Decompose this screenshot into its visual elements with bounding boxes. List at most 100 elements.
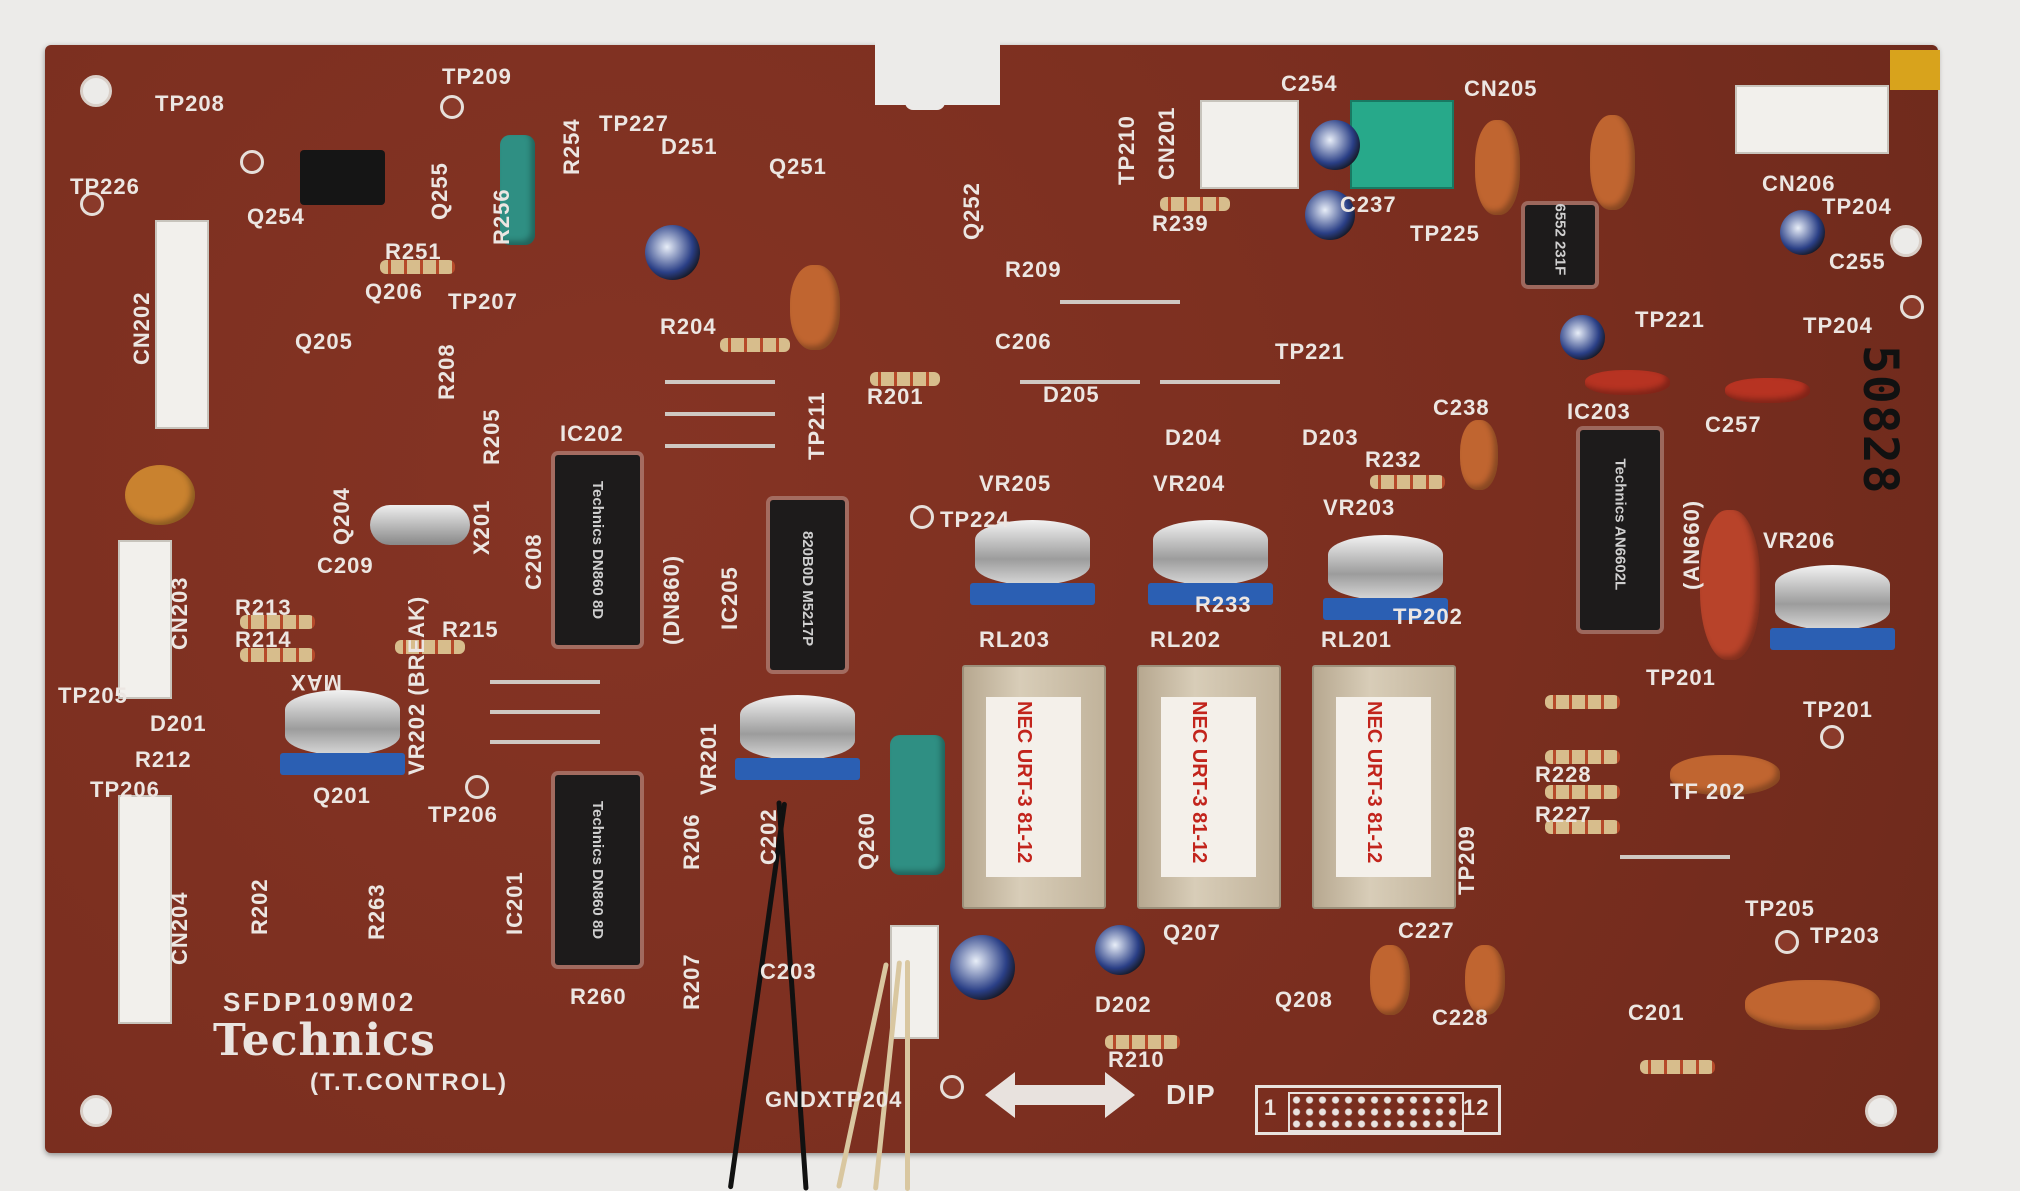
silkscreen-label: TP203 bbox=[1810, 923, 1880, 948]
resistor bbox=[1545, 785, 1620, 799]
resistor bbox=[720, 338, 790, 352]
capacitor bbox=[1670, 755, 1780, 795]
silkscreen-label: R228 bbox=[1535, 762, 1592, 787]
silkscreen-label: Q204 bbox=[329, 487, 354, 545]
electrolytic-capacitor bbox=[1780, 210, 1825, 255]
capacitor bbox=[1465, 945, 1505, 1015]
capacitor bbox=[790, 265, 840, 350]
trimmer-vr201[interactable] bbox=[735, 695, 860, 780]
silkscreen-label: C227 bbox=[1398, 918, 1455, 943]
trimmer-vr205[interactable] bbox=[970, 520, 1095, 605]
silkscreen-label: TP207 bbox=[448, 289, 518, 314]
resistor bbox=[1545, 695, 1620, 709]
silkscreen-label: Q208 bbox=[1275, 987, 1333, 1012]
resistor bbox=[240, 648, 315, 662]
silkscreen-label: R213 bbox=[235, 595, 292, 620]
silkscreen-label: VR203 bbox=[1323, 495, 1396, 520]
test-point-pad bbox=[440, 95, 464, 119]
jumper-wire bbox=[665, 412, 775, 416]
relay-label: NEC URT-3 81-12 bbox=[1013, 701, 1035, 864]
jumper-wire bbox=[490, 710, 600, 714]
silkscreen-label: Q205 bbox=[295, 329, 353, 354]
silkscreen-label: Q251 bbox=[769, 154, 827, 179]
test-point-pad bbox=[240, 150, 264, 174]
jumper-wire bbox=[1620, 855, 1730, 859]
silkscreen-label: D203 bbox=[1302, 425, 1359, 450]
resistor bbox=[240, 615, 315, 629]
resistor-green bbox=[890, 735, 945, 875]
electrolytic-capacitor bbox=[1310, 120, 1360, 170]
silkscreen-label: R233 bbox=[1195, 592, 1252, 617]
dip-pin-1-label: 1 bbox=[1264, 1095, 1278, 1120]
silkscreen-label: R256 bbox=[489, 188, 514, 245]
silkscreen-label: TP204 bbox=[1803, 313, 1873, 338]
connector-green bbox=[1350, 100, 1454, 189]
trimmer-vr203[interactable] bbox=[1323, 535, 1448, 620]
trimmer-vr202[interactable] bbox=[280, 690, 405, 775]
relay-rl201: NEC URT-3 81-12 bbox=[1312, 665, 1456, 909]
silkscreen-label: TP206 bbox=[90, 777, 160, 802]
silkscreen-label: TP211 bbox=[804, 391, 829, 460]
ic-marking: Technics DN860 8D bbox=[589, 801, 606, 940]
silkscreen-label: Q254 bbox=[247, 204, 305, 229]
ic202-chip: Technics DN860 8D bbox=[555, 455, 640, 645]
silkscreen-label: TP204 bbox=[1822, 194, 1892, 219]
connector-cn204 bbox=[118, 795, 172, 1024]
silkscreen-label: C201 bbox=[1628, 1000, 1685, 1025]
capacitor bbox=[1475, 120, 1520, 215]
part-number: SFDP109M02 bbox=[223, 987, 417, 1017]
silkscreen-label: C206 bbox=[995, 329, 1052, 354]
relay-rl202: NEC URT-3 81-12 bbox=[1137, 665, 1281, 909]
electrolytic-capacitor bbox=[1560, 315, 1605, 360]
silkscreen-label: TF 202 bbox=[1670, 779, 1746, 804]
silkscreen-label: RL202 bbox=[1150, 627, 1222, 652]
silkscreen-label: TP205 bbox=[58, 683, 128, 708]
handwritten-number: 50828 bbox=[1852, 345, 1908, 495]
mounting-hole bbox=[1890, 225, 1922, 257]
silkscreen-label: Q255 bbox=[427, 162, 452, 220]
mounting-hole bbox=[1865, 1095, 1897, 1127]
silkscreen-label: D204 bbox=[1165, 425, 1222, 450]
relay-label: NEC URT-3 81-12 bbox=[1188, 701, 1210, 864]
test-point-pad bbox=[1820, 725, 1844, 749]
ic-marking: 6552 231F bbox=[1551, 203, 1569, 276]
silkscreen-label: CN203 bbox=[167, 576, 192, 650]
silkscreen-label: R207 bbox=[679, 953, 704, 1010]
silkscreen-label: TP221 bbox=[1635, 307, 1705, 332]
silkscreen-label: R204 bbox=[660, 314, 717, 339]
silkscreen-label: R209 bbox=[1005, 257, 1062, 282]
electrolytic-capacitor bbox=[950, 935, 1015, 1000]
silkscreen-label: R206 bbox=[679, 813, 704, 870]
silkscreen-label: C254 bbox=[1281, 71, 1338, 96]
silkscreen-label: CN206 bbox=[1762, 171, 1836, 196]
silkscreen-label: TP225 bbox=[1410, 221, 1480, 246]
dip-pin-12-label: 12 bbox=[1463, 1095, 1490, 1120]
silkscreen-label: RL201 bbox=[1321, 627, 1393, 652]
silkscreen-label: TP221 bbox=[1275, 339, 1345, 364]
silkscreen-label: C209 bbox=[317, 553, 374, 578]
silkscreen-label: MAX bbox=[290, 670, 342, 695]
jumper-wire bbox=[1020, 380, 1140, 384]
ic205-chip: 820B0D M5217P bbox=[770, 500, 845, 670]
connector-cn201 bbox=[1200, 100, 1299, 189]
silkscreen-label: Q207 bbox=[1163, 920, 1221, 945]
relay-label: NEC URT-3 81-12 bbox=[1363, 701, 1385, 864]
silkscreen-label: Q206 bbox=[365, 279, 423, 304]
resistor bbox=[380, 260, 455, 274]
resistor bbox=[1370, 475, 1445, 489]
capacitor bbox=[1725, 378, 1810, 403]
trimmer-vr204[interactable] bbox=[1148, 520, 1273, 605]
silkscreen-label: R232 bbox=[1365, 447, 1422, 472]
jumper-wire bbox=[490, 680, 600, 684]
capacitor bbox=[1590, 115, 1635, 210]
ic201-chip: Technics DN860 8D bbox=[555, 775, 640, 965]
silkscreen-label: TP209 bbox=[442, 64, 512, 89]
trimmer-vr206[interactable] bbox=[1770, 565, 1895, 650]
resistor bbox=[1545, 820, 1620, 834]
silkscreen-label: TP227 bbox=[599, 111, 669, 136]
silkscreen-label: R212 bbox=[135, 747, 192, 772]
jumper-wire bbox=[490, 740, 600, 744]
silkscreen-label: D201 bbox=[150, 711, 207, 736]
silkscreen-label: C237 bbox=[1340, 192, 1397, 217]
double-arrow-icon bbox=[985, 1072, 1135, 1118]
